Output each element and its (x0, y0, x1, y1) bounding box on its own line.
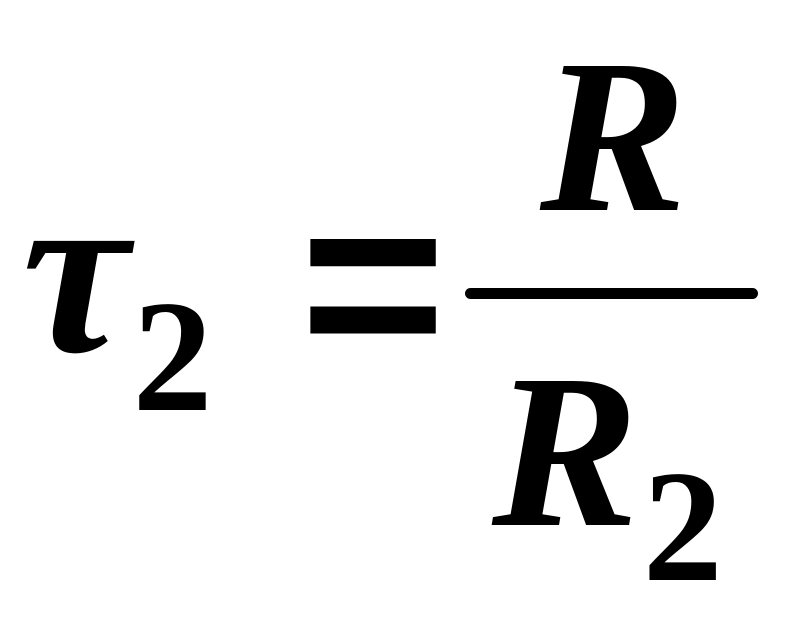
numerator: R (540, 14, 687, 258)
fraction-bar (465, 288, 758, 299)
denominator-term: R 2 (492, 341, 723, 606)
tau-symbol: τ (22, 137, 129, 403)
denominator: R (492, 329, 639, 573)
lhs-term: τ 2 (22, 150, 213, 436)
equals-sign: = (300, 143, 446, 422)
denominator-subscript: 2 (642, 437, 723, 615)
tau-subscript: 2 (132, 267, 213, 445)
